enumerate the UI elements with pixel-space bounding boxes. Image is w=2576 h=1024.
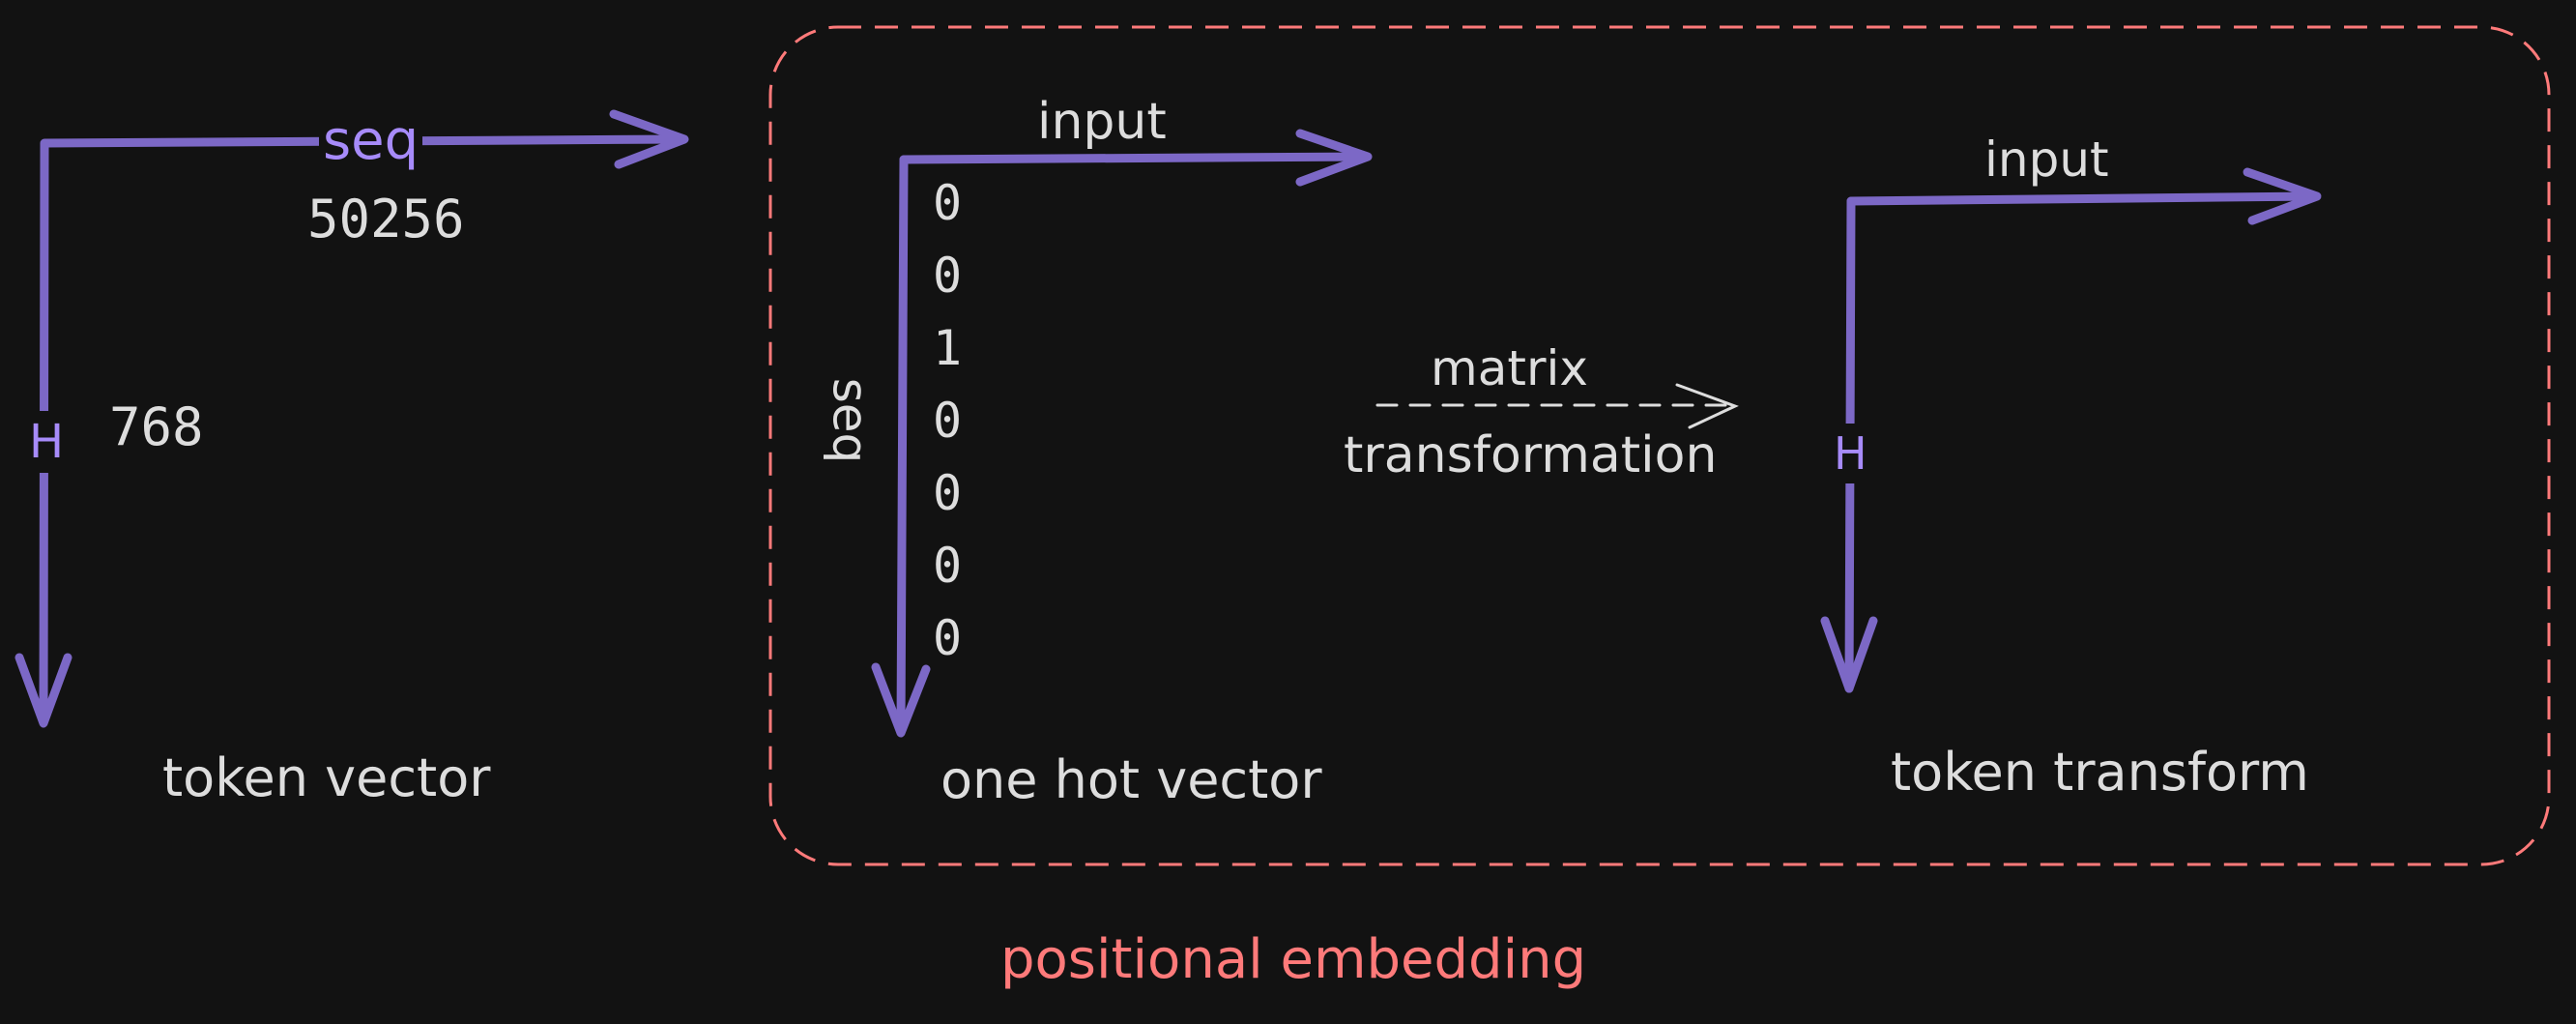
token-transform-input-label: input [1984,132,2109,188]
one-hot-input-label: input [1037,93,1167,151]
one-hot-seq-arrowhead [871,662,931,738]
one-hot-axes [871,129,1373,738]
one-hot-seq-label: seq [822,377,879,464]
token-vector-seq-arrowhead [609,109,689,169]
transformation-label: transformation [1344,426,1718,484]
matrix-transformation-arrowhead [1675,383,1739,429]
token-vector-seq-value: 50256 [307,189,465,249]
one-hot-digit: 0 [933,175,963,231]
one-hot-digit: 0 [933,248,963,304]
token-vector-seq-label: seq [319,114,423,168]
one-hot-caption: one hot vector [941,749,1322,810]
matrix-label: matrix [1431,340,1588,396]
token-vector-caption: token vector [162,747,491,808]
one-hot-input-arrowhead [1295,129,1373,187]
token-vector-h-arrowhead [14,653,72,728]
token-transform-caption: token transform [1891,742,2309,803]
token-transform-h-label: H [1832,424,1869,483]
matrix-transformation-arrow [1375,383,1739,429]
token-vector-h-label: H [27,411,67,473]
positional-embedding-box [768,25,2551,866]
positional-embedding-caption: positional embedding [1000,928,1587,991]
one-hot-seq-axis [896,155,909,735]
token-vector-h-value: 768 [109,396,204,457]
token-vector-seq-axis [40,134,686,150]
token-transform-input-arrowhead [2243,167,2322,225]
one-hot-digit: 0 [933,465,963,521]
one-hot-digit: 0 [933,393,963,449]
token-transform-input-axis [1846,191,2320,206]
token-transform-h-arrowhead [1820,616,1878,693]
one-hot-digit: 1 [933,320,963,376]
one-hot-digit: 0 [933,610,963,666]
token-transform-axes [1820,167,2322,693]
one-hot-digit: 0 [933,538,963,594]
one-hot-input-axis [899,152,1370,164]
